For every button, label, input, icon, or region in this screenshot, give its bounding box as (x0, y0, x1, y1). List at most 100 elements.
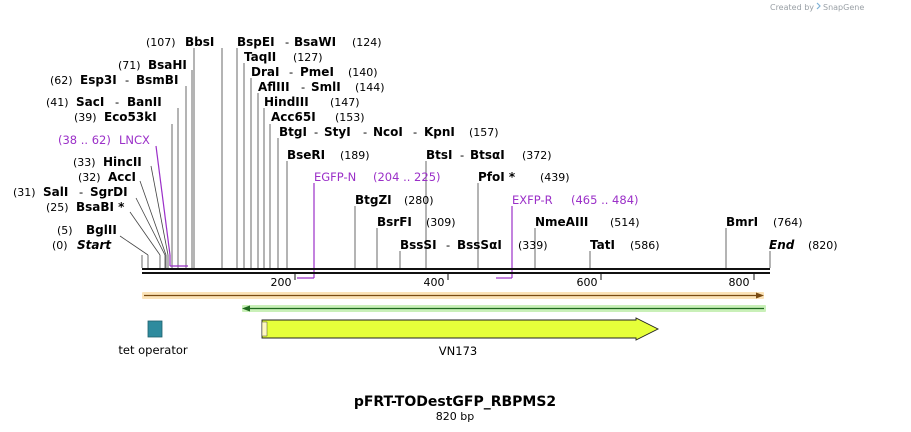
site-separator: - (125, 73, 129, 87)
site-connectors (119, 48, 771, 268)
site-name: BsaWI (294, 35, 336, 49)
left-site-labels: (107) BbsI (71) BsaHI (62) Esp3I - BsmBI… (13, 35, 214, 252)
snapgene-credit: Created by SnapGene (770, 2, 864, 12)
primer-range: (38 .. 62) (58, 133, 111, 147)
site-pos: (32) (78, 171, 101, 184)
site-name: BssSαI (457, 238, 502, 252)
site-name: TatI (590, 238, 615, 252)
site-name: Esp3I (80, 73, 117, 87)
primer-name: EGFP-N (314, 170, 356, 184)
site-name: Start (77, 238, 112, 252)
site-name: BseRI (287, 148, 325, 162)
site-pos: (280) (404, 194, 434, 207)
site-pos: (124) (352, 36, 382, 49)
site-pos: (5) (57, 224, 73, 237)
reverse-strand (242, 305, 766, 312)
site-name: BglII (86, 223, 117, 237)
site-separator: - (363, 125, 367, 139)
site-name: Acc65I (271, 110, 316, 124)
site-name: BbsI (185, 35, 214, 49)
site-name: HindIII (264, 95, 309, 109)
primer-label-lncx: (38 .. 62) LNCX (58, 133, 150, 147)
site-pos: (157) (469, 126, 499, 139)
ruler: 200 400 600 800 (271, 274, 755, 289)
site-pos: (153) (335, 111, 365, 124)
site-pos: (107) (146, 36, 176, 49)
site-pos: (820) (808, 239, 838, 252)
site-name: End (769, 238, 795, 252)
site-name: AccI (108, 170, 136, 184)
site-name: BsaBI * (76, 200, 125, 214)
site-pos: (39) (74, 111, 97, 124)
primer-label-exfp-r: EXFP-R (465 .. 484) (512, 193, 639, 207)
ruler-label: 200 (271, 276, 292, 289)
ruler-label: 600 (577, 276, 598, 289)
primer-connectors (155, 145, 513, 279)
feature-vn173[interactable]: VN173 (261, 317, 660, 358)
right-site-labels: BspEI - BsaWI (124) TaqII (127) DraI - P… (237, 35, 838, 252)
site-pos: (764) (773, 216, 803, 229)
site-separator: - (301, 80, 305, 94)
primer-range: (204 .. 225) (373, 170, 441, 184)
site-name: BtsI (426, 148, 453, 162)
site-name: PfoI * (478, 170, 516, 184)
site-pos: (439) (540, 171, 570, 184)
site-name: HincII (103, 155, 142, 169)
site-name: BsaHI (148, 58, 187, 72)
credit-brand: SnapGene (823, 3, 864, 12)
site-pos: (144) (355, 81, 385, 94)
site-name: BspEI (237, 35, 275, 49)
primer-range: (465 .. 484) (571, 193, 639, 207)
site-name: BsmBI (136, 73, 178, 87)
site-pos: (514) (610, 216, 640, 229)
feature-box[interactable] (147, 320, 163, 338)
site-pos: (25) (46, 201, 69, 214)
site-name: BmrI (726, 215, 758, 229)
site-separator: - (446, 238, 450, 252)
site-name: BtsαI (470, 148, 505, 162)
site-name: StyI (324, 125, 351, 139)
site-separator: - (460, 148, 464, 162)
feature-tet-operator[interactable]: tet operator (118, 320, 188, 357)
site-name: BanII (127, 95, 162, 109)
forward-strand (142, 292, 764, 299)
feature-label: VN173 (439, 344, 477, 358)
map-title: pFRT-TODestGFP_RBPMS2 (354, 394, 556, 410)
site-name: DraI (251, 65, 279, 79)
site-pos: (309) (426, 216, 456, 229)
map-length: 820 bp (436, 410, 474, 423)
site-name: NmeAIII (535, 215, 588, 229)
site-pos: (147) (330, 96, 360, 109)
site-pos: (586) (630, 239, 660, 252)
site-separator: - (285, 35, 289, 49)
sequence-backbone (142, 268, 770, 274)
site-name: BtgZI (355, 193, 392, 207)
site-name: BssSI (400, 238, 437, 252)
site-name: SacI (76, 95, 104, 109)
site-separator: - (79, 185, 83, 199)
feature-label: tet operator (118, 343, 187, 357)
site-name: Eco53kI (104, 110, 157, 124)
site-separator: - (413, 125, 417, 139)
site-pos: (31) (13, 186, 36, 199)
site-name: BtgI (279, 125, 307, 139)
site-separator: - (115, 95, 119, 109)
forward-arrow-icon (756, 292, 764, 299)
site-pos: (0) (52, 239, 68, 252)
site-pos: (127) (293, 51, 323, 64)
feature-start-cap (261, 321, 268, 337)
site-pos: (33) (73, 156, 96, 169)
site-name: SgrDI (90, 185, 128, 199)
site-separator: - (314, 125, 318, 139)
primer-label-egfp-n: EGFP-N (204 .. 225) (314, 170, 441, 184)
site-name: TaqII (244, 50, 276, 64)
ruler-label: 800 (729, 276, 750, 289)
feature-arrow[interactable] (261, 317, 660, 341)
ruler-label: 400 (424, 276, 445, 289)
site-pos: (41) (46, 96, 69, 109)
site-pos: (62) (50, 74, 73, 87)
snapgene-logo-icon (816, 2, 821, 10)
site-name: AflIII (258, 80, 290, 94)
site-name: SalI (43, 185, 68, 199)
site-pos: (372) (522, 149, 552, 162)
